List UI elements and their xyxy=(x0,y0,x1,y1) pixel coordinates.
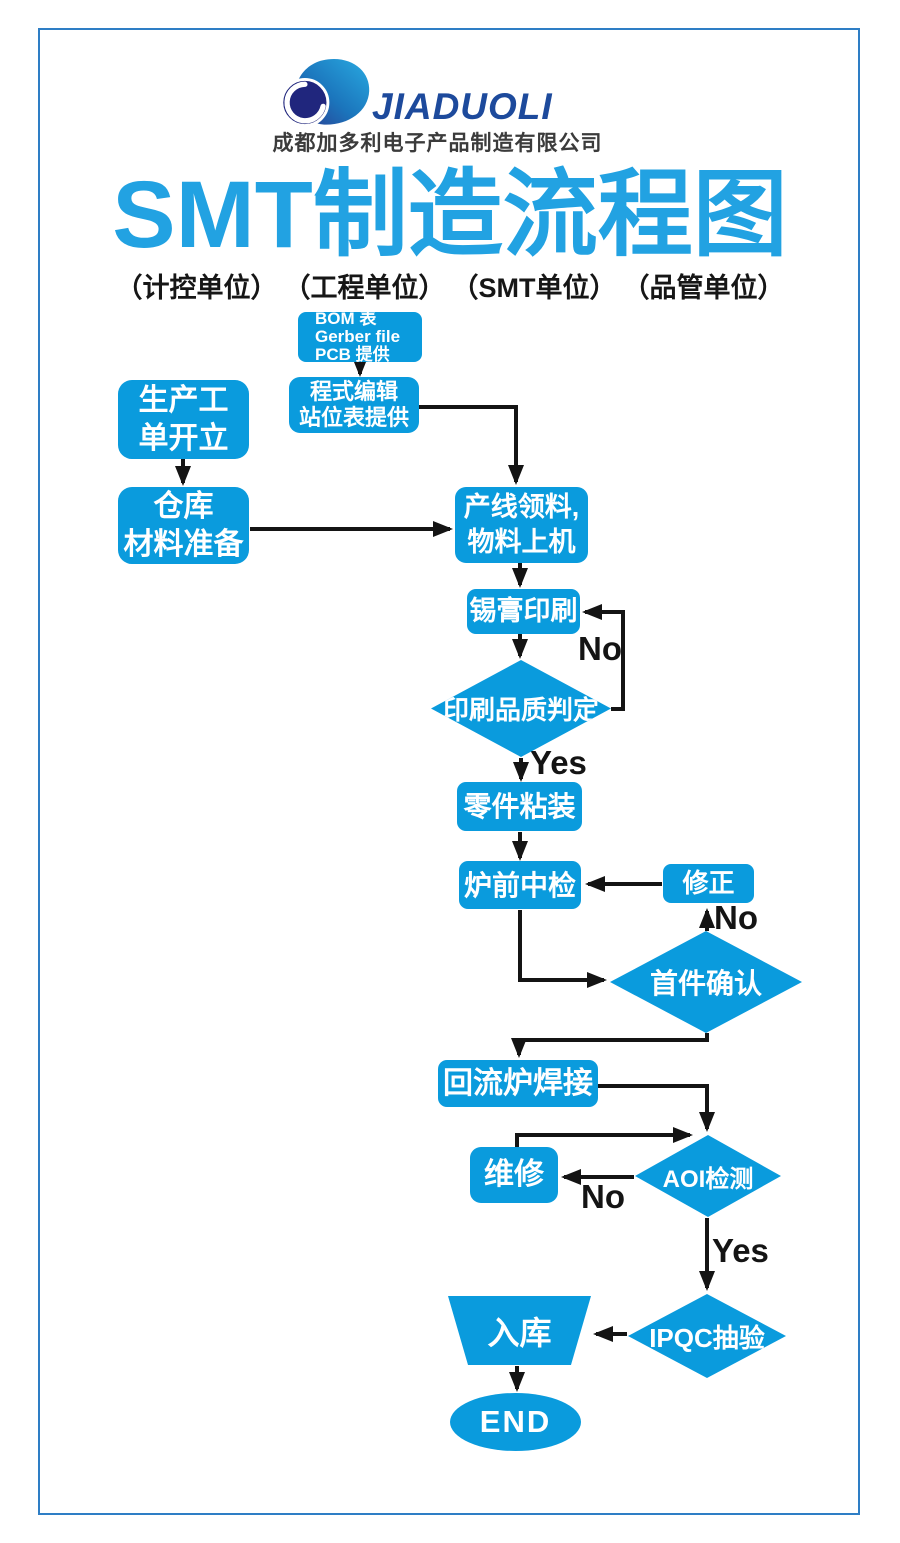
node-correction: 修正 xyxy=(663,864,754,903)
logo-wordmark: JIADUOLI xyxy=(372,86,553,127)
jiaduoli-logo-icon xyxy=(280,58,370,128)
node-component-placement: 零件粘装 xyxy=(457,782,582,831)
node-end: END xyxy=(450,1393,581,1451)
unit-label-smt: （SMT单位） xyxy=(451,273,617,303)
unit-row: （计控单位） （工程单位） （SMT单位） （品管单位） xyxy=(0,266,900,305)
node-stock-in: 入库 xyxy=(448,1296,591,1365)
node-program-edit: 程式编辑 站位表提供 xyxy=(289,377,419,433)
edge-label-first-article-no: No xyxy=(714,899,758,936)
edge-label-print-no: No xyxy=(578,630,622,667)
edge-label-print-yes: Yes xyxy=(530,744,587,781)
node-line-material: 产线领料, 物料上机 xyxy=(455,487,588,563)
page-border-frame xyxy=(38,28,860,1515)
unit-label-engineering: （工程单位） xyxy=(283,273,446,303)
edge-label-aoi-yes: Yes xyxy=(712,1232,769,1269)
node-reflow-soldering: 回流炉焊接 xyxy=(438,1060,598,1107)
node-pre-oven-inspection: 炉前中检 xyxy=(459,861,581,909)
company-name: 成都加多利电子产品制造有限公司 xyxy=(272,132,603,155)
edge-label-aoi-no: No xyxy=(581,1178,625,1215)
node-warehouse-prep: 仓库 材料准备 xyxy=(118,487,249,564)
node-bom-input: BOM 表 Gerber file PCB 提供 xyxy=(298,310,422,363)
node-repair: 维修 xyxy=(470,1147,558,1203)
unit-label-quality: （品管单位） xyxy=(622,273,785,303)
node-solder-paste-print: 锡膏印刷 xyxy=(467,589,580,634)
page-title: SMT制造流程图 xyxy=(112,162,788,268)
unit-label-planning: （计控单位） xyxy=(115,273,278,303)
node-production-order: 生产工 单开立 xyxy=(118,380,249,459)
